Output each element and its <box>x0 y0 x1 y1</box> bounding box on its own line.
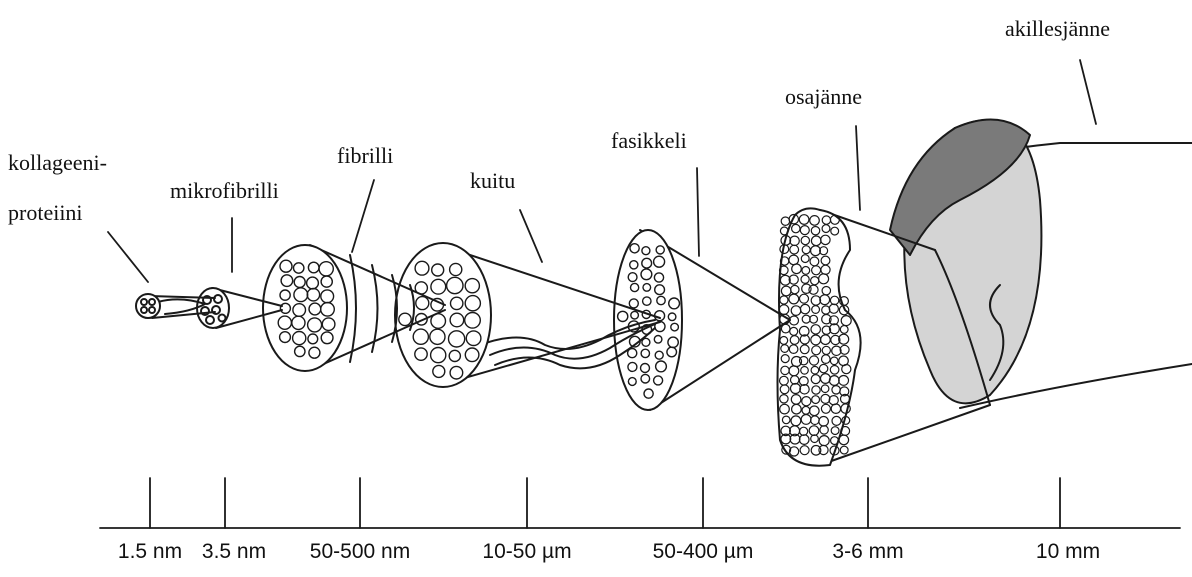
scale-label: 50-400 µm <box>653 541 754 562</box>
fascicle-shape <box>614 230 790 410</box>
scale-label: 50-500 nm <box>310 541 410 562</box>
cross-section-circle <box>840 446 848 454</box>
scale-label: 10-50 µm <box>482 541 571 562</box>
collagen-protein-label-line1: kollageeni- <box>8 152 107 174</box>
scale-label: 1.5 nm <box>118 541 182 562</box>
cross-section-circle <box>839 435 849 445</box>
fascicle-label: fasikkeli <box>611 130 687 152</box>
fibril-label: fibrilli <box>337 145 393 167</box>
subtendon-label: osajänne <box>785 86 862 108</box>
scale-label: 3-6 mm <box>832 541 903 562</box>
fiber-label: kuitu <box>470 170 515 192</box>
collagen-protein-label-line2: proteiini <box>8 202 83 224</box>
achilles-tendon-shape <box>890 119 1192 408</box>
scale-label: 10 mm <box>1036 541 1100 562</box>
achilles-tendon-label: akillesjänne <box>1005 18 1110 40</box>
microfibril-label: mikrofibrilli <box>170 180 279 202</box>
scale-label: 3.5 nm <box>202 541 266 562</box>
scale-axis <box>100 478 1180 528</box>
cross-section-circle <box>781 217 789 225</box>
collagen-face <box>136 294 160 318</box>
